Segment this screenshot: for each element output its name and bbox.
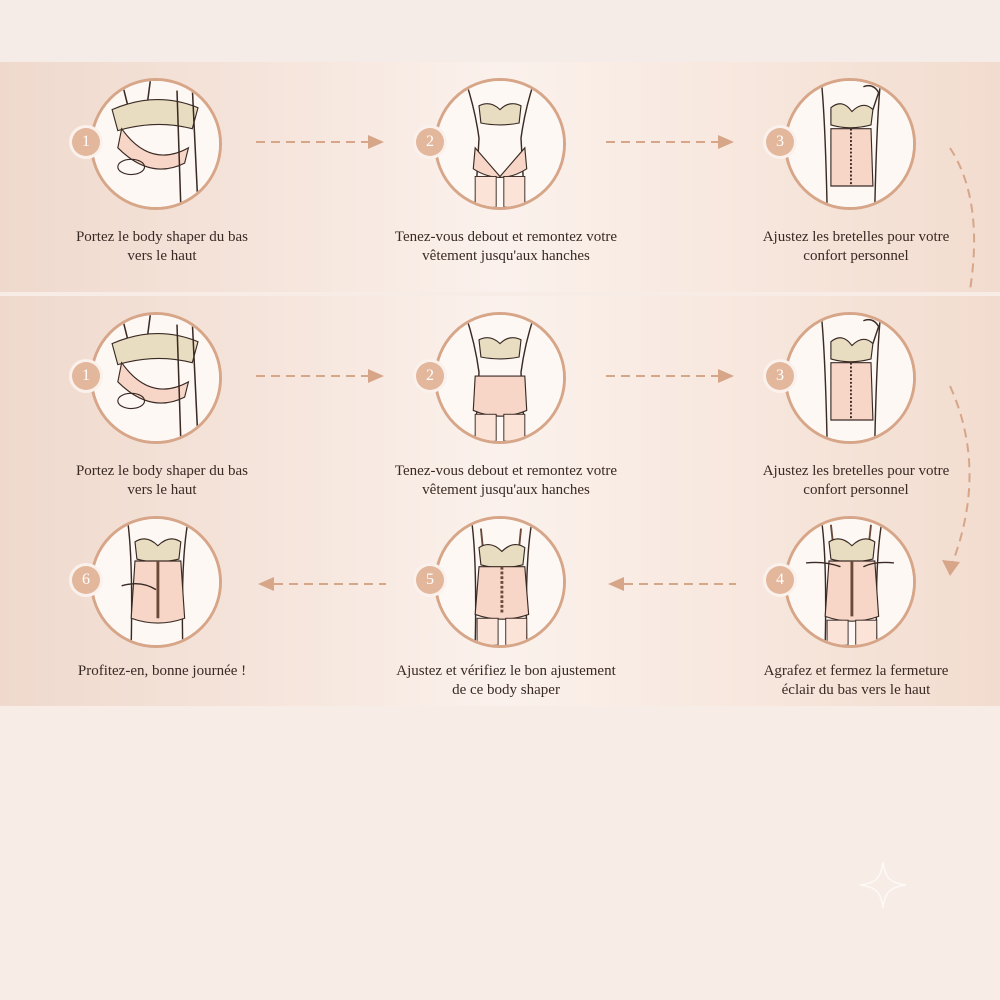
step-enjoy-icon xyxy=(93,519,219,645)
sparkle-icon xyxy=(859,861,907,909)
caption-line: Ajustez les bretelles pour votre xyxy=(762,229,950,245)
step-straps-icon xyxy=(787,315,913,441)
dashed-arrow-right xyxy=(606,132,736,152)
caption-line: Agrafez et fermez la fermeture xyxy=(763,663,949,679)
step-illustration xyxy=(90,78,222,210)
step-caption: Portez le body shaper du bas vers le hau… xyxy=(22,228,302,266)
dashed-curve-connector xyxy=(949,147,976,291)
dashed-arrow-left xyxy=(606,574,736,594)
dashed-arrow-right xyxy=(256,132,386,152)
step-caption: Portez le body shaper du bas vers le hau… xyxy=(22,462,302,500)
caption-line: vêtement jusqu'aux hanches xyxy=(422,482,590,498)
step-number-badge: 1 xyxy=(72,362,100,390)
step-caption: Tenez-vous debout et remontez votre vête… xyxy=(366,462,646,500)
caption-line: éclair du bas vers le haut xyxy=(781,682,931,698)
caption-line: Tenez-vous debout et remontez votre xyxy=(394,463,618,479)
step-card: 4 Agrafez et fermez la fermeture éclair … xyxy=(716,516,996,716)
step-number-badge: 5 xyxy=(416,566,444,594)
step-illustration xyxy=(784,516,916,648)
step-hips-icon xyxy=(437,81,563,207)
step-card: 5 Ajustez et vérifiez le bon ajustement … xyxy=(366,516,646,716)
caption-line: Tenez-vous debout et remontez votre xyxy=(394,229,618,245)
step-card: 2 Tenez-vous debout et remontez votre vê… xyxy=(366,312,646,512)
step-number-badge: 3 xyxy=(766,128,794,156)
caption-line: Portez le body shaper du bas xyxy=(75,229,249,245)
step-caption: Agrafez et fermez la fermeture éclair du… xyxy=(716,662,996,700)
step-illustration xyxy=(434,516,566,648)
step-illustration xyxy=(434,78,566,210)
step-straps-icon xyxy=(787,81,913,207)
step-number-badge: 2 xyxy=(416,362,444,390)
caption-line: vers le haut xyxy=(127,482,197,498)
dashed-arrow-left xyxy=(256,574,386,594)
step-zip-up-icon xyxy=(787,519,913,645)
step-card: 1 Portez le body shaper du bas vers le h… xyxy=(22,312,302,512)
step-caption: Tenez-vous debout et remontez votre vête… xyxy=(366,228,646,266)
step-pull-up-icon xyxy=(93,315,219,441)
step-illustration xyxy=(784,78,916,210)
caption-line: de ce body shaper xyxy=(452,682,560,698)
dashed-arrow-right xyxy=(606,366,736,386)
dashed-arrow-right xyxy=(256,366,386,386)
step-card: 6 Profitez-en, bonne journée ! xyxy=(22,516,302,716)
dashed-curve-connector xyxy=(942,385,971,576)
caption-line: Portez le body shaper du bas xyxy=(75,463,249,479)
step-card: 2 Tenez-vous debout et remontez votre vê… xyxy=(366,78,646,278)
step-number-badge: 1 xyxy=(72,128,100,156)
step-number-badge: 6 xyxy=(72,566,100,594)
step-number-badge: 2 xyxy=(416,128,444,156)
top-strip xyxy=(0,0,1000,62)
caption-line: confort personnel xyxy=(803,482,909,498)
step-number-badge: 3 xyxy=(766,362,794,390)
caption-line: confort personnel xyxy=(803,248,909,264)
step-card: 3 Ajustez les bretelles pour votre confo… xyxy=(716,312,996,512)
step-caption: Ajustez les bretelles pour votre confort… xyxy=(716,228,996,266)
empty-bottom-area xyxy=(0,706,1000,1000)
step-illustration xyxy=(90,312,222,444)
step-pull-up-icon xyxy=(93,81,219,207)
step-illustration xyxy=(434,312,566,444)
caption-line: Ajustez et vérifiez le bon ajustement xyxy=(396,663,616,679)
step-illustration xyxy=(784,312,916,444)
caption-line: vêtement jusqu'aux hanches xyxy=(422,248,590,264)
step-card: 3 Ajustez les bretelles pour votre confo… xyxy=(716,78,996,278)
step-check-fit-icon xyxy=(437,519,563,645)
caption-line: vers le haut xyxy=(127,248,197,264)
step-number-badge: 4 xyxy=(766,566,794,594)
caption-line: Ajustez les bretelles pour votre xyxy=(762,463,950,479)
step-caption: Ajustez les bretelles pour votre confort… xyxy=(716,462,996,500)
step-caption: Ajustez et vérifiez le bon ajustement de… xyxy=(366,662,646,700)
step-illustration xyxy=(90,516,222,648)
caption-line: Profitez-en, bonne journée ! xyxy=(77,663,247,679)
step-card: 1 Portez le body shaper du bas vers le h… xyxy=(22,78,302,278)
step-caption: Profitez-en, bonne journée ! xyxy=(22,662,302,681)
step-hips-icon xyxy=(437,315,563,441)
